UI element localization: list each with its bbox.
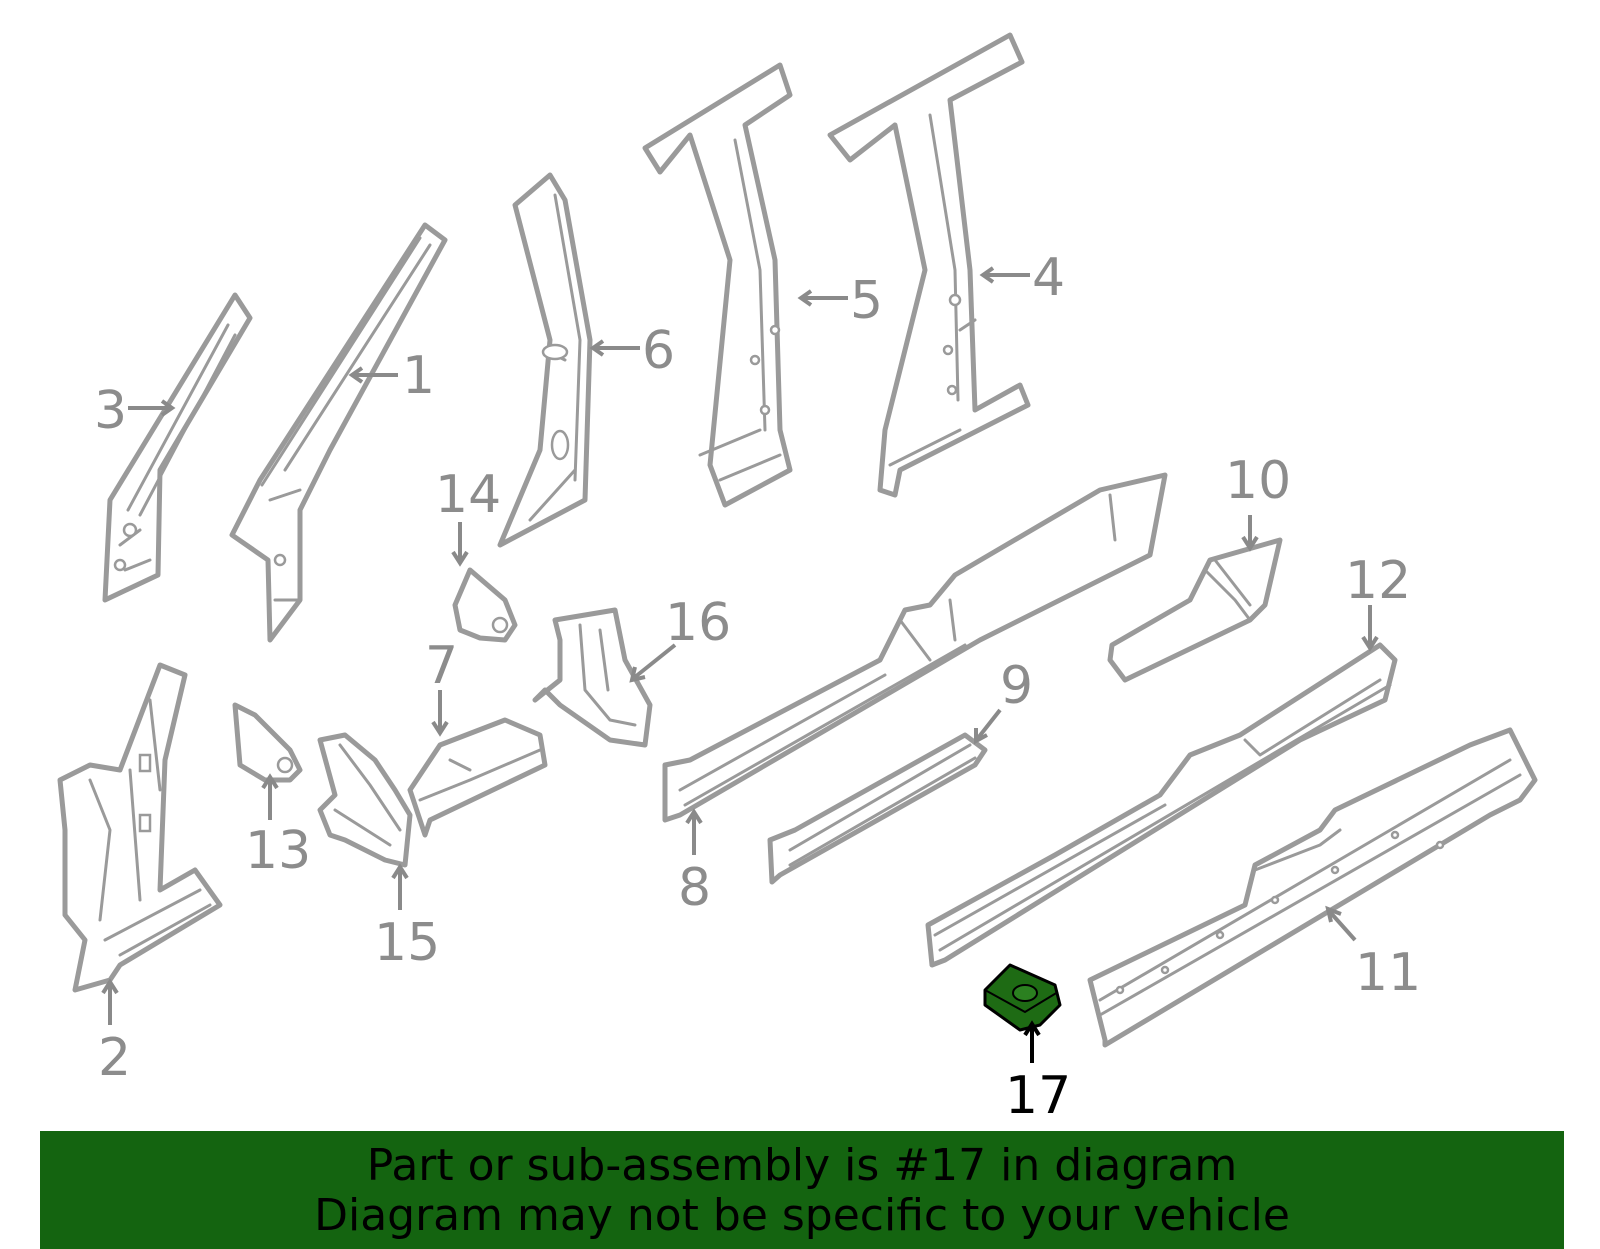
callout-3: 3 xyxy=(94,381,127,441)
leader-lines xyxy=(101,266,1379,1063)
part-8[interactable] xyxy=(662,472,1168,823)
callout-6: 6 xyxy=(642,321,675,381)
part-5[interactable] xyxy=(642,62,793,508)
part-1[interactable] xyxy=(229,222,448,643)
part-6[interactable] xyxy=(497,172,593,548)
part-14[interactable] xyxy=(452,567,518,643)
info-banner: Part or sub-assembly is #17 in diagram D… xyxy=(40,1131,1564,1249)
banner-line-1: Part or sub-assembly is #17 in diagram xyxy=(366,1140,1238,1191)
part-13[interactable] xyxy=(232,702,303,783)
callout-14: 14 xyxy=(435,465,501,525)
callout-9: 9 xyxy=(1000,656,1033,716)
part-2[interactable] xyxy=(57,662,223,993)
callout-17: 17 xyxy=(1005,1066,1071,1126)
part-7[interactable] xyxy=(407,717,548,838)
callout-4: 4 xyxy=(1032,248,1065,308)
part-11[interactable] xyxy=(1087,727,1538,1048)
banner-line-2: Diagram may not be specific to your vehi… xyxy=(314,1190,1290,1241)
part-10[interactable] xyxy=(1107,537,1283,683)
part-4[interactable] xyxy=(827,32,1031,498)
callout-2: 2 xyxy=(98,1028,131,1088)
callout-8: 8 xyxy=(678,858,711,918)
callout-10: 10 xyxy=(1225,451,1291,511)
part-12[interactable] xyxy=(925,642,1398,968)
callout-11: 11 xyxy=(1355,943,1421,1003)
callout-5: 5 xyxy=(850,271,883,331)
callout-13: 13 xyxy=(245,821,311,881)
part-16[interactable] xyxy=(532,607,653,748)
part-17-highlighted[interactable] xyxy=(983,963,1062,1032)
callout-15: 15 xyxy=(374,913,440,973)
callout-labels: 1 2 3 4 5 6 7 8 9 10 11 12 13 14 15 16 1… xyxy=(94,248,1421,1126)
part-3[interactable] xyxy=(102,292,253,603)
part-9[interactable] xyxy=(767,732,988,885)
callout-12: 12 xyxy=(1345,551,1411,611)
callout-7: 7 xyxy=(425,636,458,696)
part-15[interactable] xyxy=(317,732,413,868)
callout-16: 16 xyxy=(665,593,731,653)
callout-1: 1 xyxy=(402,346,435,406)
